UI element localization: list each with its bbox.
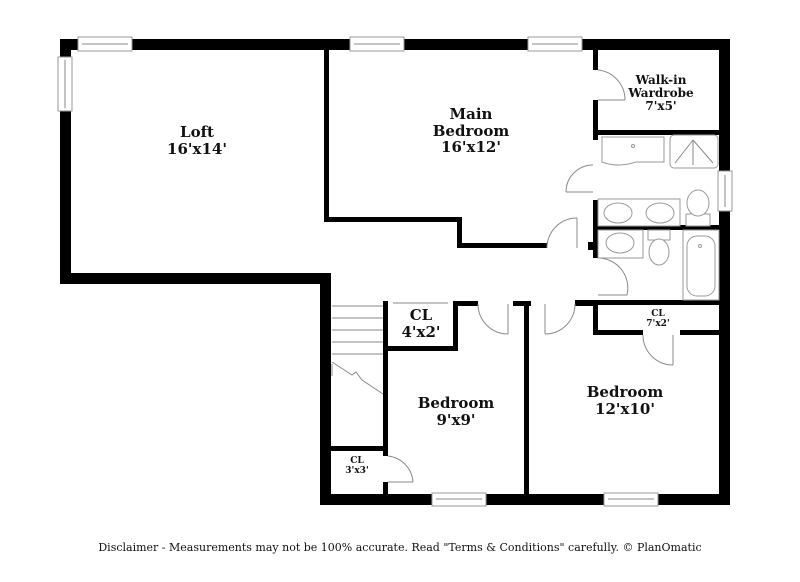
room-main-bedroom: Main Bedroom 16'x12' xyxy=(433,106,510,156)
room-dimensions: 3'x3' xyxy=(345,465,369,476)
windows xyxy=(57,36,733,507)
room-loft: Loft 16'x14' xyxy=(167,124,227,157)
room-name: CL xyxy=(651,309,665,319)
room-name: CL xyxy=(350,456,364,466)
room-name-line1: Main xyxy=(449,105,493,123)
room-dimensions: 7'x5' xyxy=(645,99,677,114)
room-name-line2: Bedroom xyxy=(432,121,510,140)
room-closet-bedroom: CL 7'x2' xyxy=(646,309,670,330)
room-dimensions: 16'x14' xyxy=(167,139,227,158)
bath-fixtures xyxy=(597,134,720,301)
room-closet-hall: CL 4'x2' xyxy=(401,307,440,340)
room-name-line1: Walk-in xyxy=(635,73,687,87)
room-dimensions: 7'x2' xyxy=(646,318,670,329)
room-dimensions: 12'x10' xyxy=(595,399,655,418)
room-name: Loft xyxy=(180,123,214,141)
room-name-line2: Wardrobe xyxy=(628,86,694,101)
doors[interactable] xyxy=(387,69,674,483)
stairs[interactable] xyxy=(331,305,384,395)
room-walk-in-wardrobe: Walk-in Wardrobe 7'x5' xyxy=(628,73,694,114)
room-dimensions: 16'x12' xyxy=(441,138,501,156)
room-bedroom-large: Bedroom 12'x10' xyxy=(587,384,664,417)
room-name: Bedroom xyxy=(417,394,495,412)
room-name: Bedroom xyxy=(586,383,664,401)
room-name: CL xyxy=(409,306,433,324)
disclaimer-text: Disclaimer - Measurements may not be 100… xyxy=(98,541,702,554)
interior-walls xyxy=(320,45,723,499)
room-dimensions: 9'x9' xyxy=(436,410,476,429)
room-dimensions: 4'x2' xyxy=(401,322,441,341)
room-bedroom-small: Bedroom 9'x9' xyxy=(418,395,495,428)
room-closet-stair: CL 3'x3' xyxy=(345,456,369,477)
